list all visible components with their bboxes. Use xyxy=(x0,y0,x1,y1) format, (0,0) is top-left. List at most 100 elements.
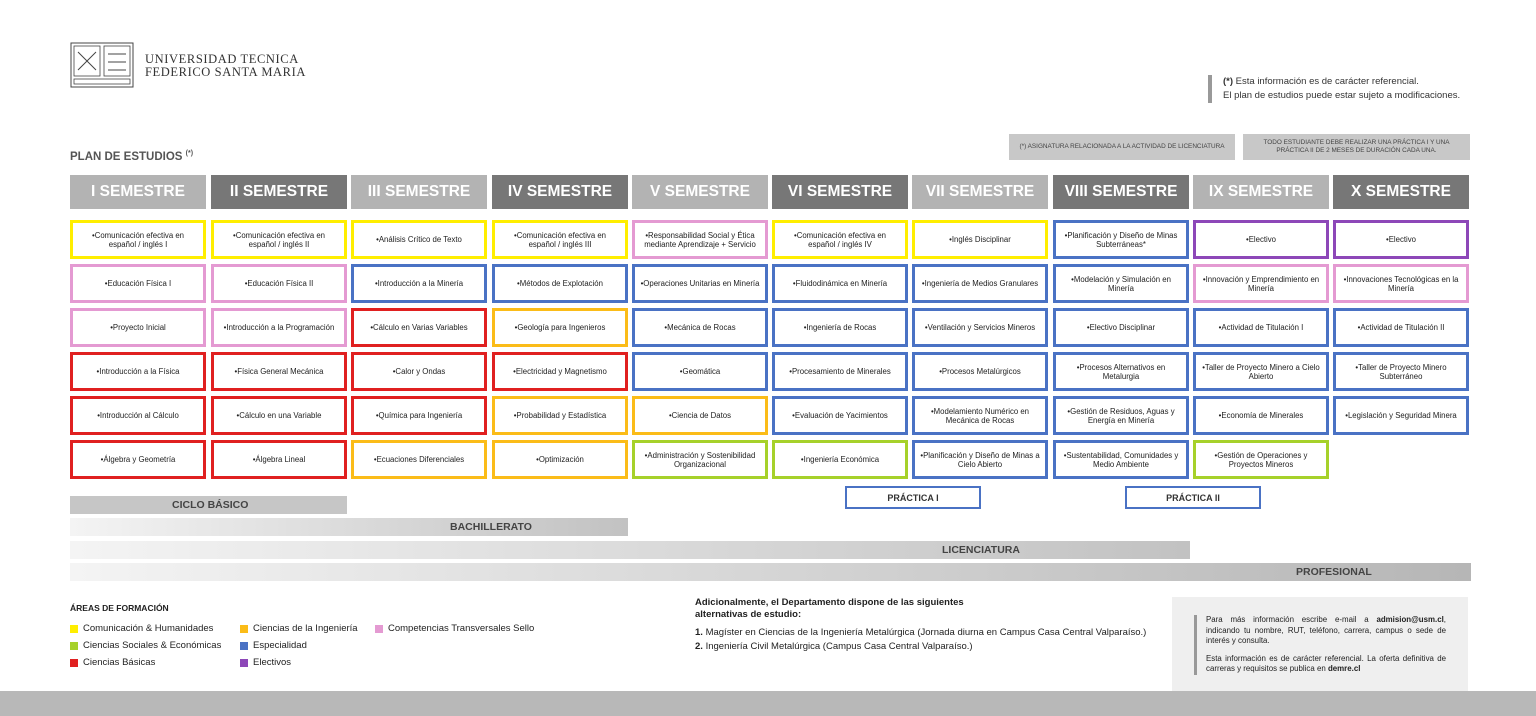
info-paragraph-2: Esta información es de carácter referenc… xyxy=(1206,654,1446,675)
disclaimer-line2: El plan de estudios puede estar sujeto a… xyxy=(1223,90,1461,101)
course-box: •Actividad de Titulación II xyxy=(1333,308,1469,347)
university-line2: FEDERICO SANTA MARIA xyxy=(145,65,307,79)
course-box: •Ingeniería de Medios Granulares xyxy=(912,264,1048,303)
areas-title: ÁREAS DE FORMACIÓN xyxy=(70,603,169,613)
legend-label: Competencias Transversales Sello xyxy=(388,623,535,634)
semester-header: II SEMESTRE xyxy=(211,175,347,209)
legend-label: Comunicación & Humanidades xyxy=(83,623,214,634)
semester-header: X SEMESTRE xyxy=(1333,175,1469,209)
plan-title-mark: (*) xyxy=(185,150,194,157)
semester-header: IV SEMESTRE xyxy=(492,175,628,209)
info-paragraph-1: Para más información escribe e-mail a ad… xyxy=(1206,615,1446,647)
course-box: •Electivo Disciplinar xyxy=(1053,308,1189,347)
course-box: •Álgebra Lineal xyxy=(211,440,347,479)
course-box: •Responsabilidad Social y Ética mediante… xyxy=(632,220,768,259)
course-box: •Actividad de Titulación I xyxy=(1193,308,1329,347)
course-box: •Planificación y Diseño de Minas a Cielo… xyxy=(912,440,1048,479)
course-box: •Calor y Ondas xyxy=(351,352,487,391)
course-box: •Comunicación efectiva en español / ingl… xyxy=(772,220,908,259)
cycle-licenciatura: LICENCIATURA xyxy=(70,541,1190,559)
course-box: •Procesos Alternativos en Metalurgia xyxy=(1053,352,1189,391)
plan-title: PLAN DE ESTUDIOS (*) xyxy=(70,150,193,163)
course-box: •Ingeniería Económica xyxy=(772,440,908,479)
course-box: •Procesos Metalúrgicos xyxy=(912,352,1048,391)
university-crest-icon xyxy=(70,42,134,88)
course-box: •Gestión de Residuos, Aguas y Energía en… xyxy=(1053,396,1189,435)
course-box: •Introducción a la Física xyxy=(70,352,206,391)
course-box: •Sustentabilidad, Comunidades y Medio Am… xyxy=(1053,440,1189,479)
legend-item: Ciencias Básicas xyxy=(70,657,155,668)
legend-swatch xyxy=(70,624,78,633)
licenciatura-note: (*) ASIGNATURA RELACIONADA A LA ACTIVIDA… xyxy=(1009,134,1235,160)
semester-header: VII SEMESTRE xyxy=(912,175,1048,209)
cycle-ciclo-basico: CICLO BÁSICO xyxy=(70,496,347,514)
course-box: •Mecánica de Rocas xyxy=(632,308,768,347)
course-box: •Gestión de Operaciones y Proyectos Mine… xyxy=(1193,440,1329,479)
university-name: UNIVERSIDAD TECNICA FEDERICO SANTA MARIA xyxy=(145,53,306,79)
course-box: •Introducción a la Programación xyxy=(211,308,347,347)
course-box: •Electricidad y Magnetismo xyxy=(492,352,628,391)
course-box: •Administración y Sostenibilidad Organiz… xyxy=(632,440,768,479)
additional-item-num: 2. xyxy=(695,641,703,652)
legend-item: Competencias Transversales Sello xyxy=(375,623,534,634)
info-p2-a: Esta información es de carácter referenc… xyxy=(1206,653,1446,674)
semester-header: V SEMESTRE xyxy=(632,175,768,209)
legend-swatch xyxy=(240,658,248,667)
legend-label: Ciencias Sociales & Económicas xyxy=(83,640,222,651)
course-box: •Probabilidad y Estadística xyxy=(492,396,628,435)
semester-header: I SEMESTRE xyxy=(70,175,206,209)
course-box: •Modelación y Simulación en Minería xyxy=(1053,264,1189,303)
course-box: •Métodos de Explotación xyxy=(492,264,628,303)
plan-title-text: PLAN DE ESTUDIOS xyxy=(70,150,183,163)
legend-item: Electivos xyxy=(240,657,291,668)
course-box: •Fluidodinámica en Minería xyxy=(772,264,908,303)
course-box: •Operaciones Unitarias en Minería xyxy=(632,264,768,303)
course-box: •Introducción al Cálculo xyxy=(70,396,206,435)
admission-email-link[interactable]: admision@usm.cl xyxy=(1376,615,1444,624)
legend-item: Especialidad xyxy=(240,640,307,651)
course-box: •Química para Ingeniería xyxy=(351,396,487,435)
course-box: •Innovación y Emprendimiento en Minería xyxy=(1193,264,1329,303)
course-box: •Educación Física II xyxy=(211,264,347,303)
legend-swatch xyxy=(70,658,78,667)
course-box: •Comunicación efectiva en español / ingl… xyxy=(492,220,628,259)
disclaimer-line1: Esta información es de carácter referenc… xyxy=(1233,76,1419,87)
footer-bar xyxy=(0,691,1536,716)
course-box: •Ingeniería de Rocas xyxy=(772,308,908,347)
course-box: •Geología para Ingenieros xyxy=(492,308,628,347)
semester-header: III SEMESTRE xyxy=(351,175,487,209)
practica-note: TODO ESTUDIANTE DEBE REALIZAR UNA PRÁCTI… xyxy=(1243,134,1470,160)
course-box: •Taller de Proyecto Minero a Cielo Abier… xyxy=(1193,352,1329,391)
semester-header: IX SEMESTRE xyxy=(1193,175,1329,209)
legend-item: Ciencias de la Ingeniería xyxy=(240,623,358,634)
course-box: •Cálculo en Varias Variables xyxy=(351,308,487,347)
course-box: •Optimización xyxy=(492,440,628,479)
course-box: •Procesamiento de Minerales xyxy=(772,352,908,391)
course-box: •Planificación y Diseño de Minas Subterr… xyxy=(1053,220,1189,259)
additional-item-2: 2. Ingeniería Civil Metalúrgica (Campus … xyxy=(695,641,973,652)
disclaimer: (*) Esta información es de carácter refe… xyxy=(1208,75,1478,103)
course-box: •Electivo xyxy=(1193,220,1329,259)
course-box: •Educación Física I xyxy=(70,264,206,303)
course-box: •Comunicación efectiva en español / ingl… xyxy=(211,220,347,259)
course-box: •Comunicación efectiva en español / ingl… xyxy=(70,220,206,259)
legend-label: Electivos xyxy=(253,657,292,668)
legend-item: Ciencias Sociales & Económicas xyxy=(70,640,221,651)
course-box: •Taller de Proyecto Minero Subterráneo xyxy=(1333,352,1469,391)
demre-link[interactable]: demre.cl xyxy=(1327,664,1361,673)
legend-swatch xyxy=(240,641,248,650)
info-p1-a: Para más información escribe e-mail a xyxy=(1206,615,1377,624)
additional-item-num: 1. xyxy=(695,627,703,638)
legend-swatch xyxy=(70,641,78,650)
additional-item-1: 1. Magíster en Ciencias de la Ingeniería… xyxy=(695,627,1146,638)
disclaimer-mark: (*) xyxy=(1223,76,1234,87)
university-line1: UNIVERSIDAD TECNICA xyxy=(145,52,299,66)
additional-title: Adicionalmente, el Departamento dispone … xyxy=(695,597,964,620)
practica-1: PRÁCTICA I xyxy=(845,486,981,509)
course-box: •Física General Mecánica xyxy=(211,352,347,391)
course-box: •Electivo xyxy=(1333,220,1469,259)
legend-swatch xyxy=(375,624,383,633)
course-box: •Ciencia de Datos xyxy=(632,396,768,435)
course-box: •Proyecto Inicial xyxy=(70,308,206,347)
info-box: Para más información escribe e-mail a ad… xyxy=(1172,597,1468,691)
